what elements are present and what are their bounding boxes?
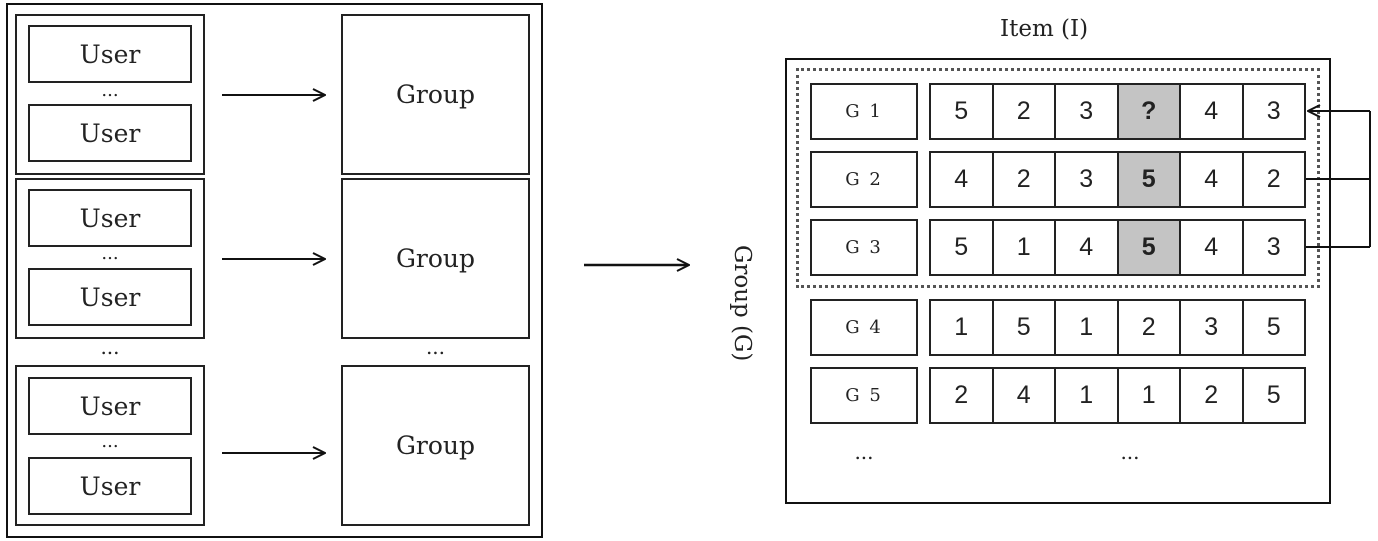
neighbor-feedback-arrow-icon	[1306, 111, 1371, 248]
group-label: G 3	[810, 219, 918, 276]
rating-cell: 3	[1056, 85, 1119, 138]
group-box: Group	[341, 365, 530, 526]
ellipsis: ...	[100, 335, 120, 359]
unknown-rating-cell: ?	[1118, 85, 1181, 138]
rating-cell: 5	[994, 301, 1056, 354]
rating-cell: 5	[1266, 313, 1281, 341]
rating-cell: 4	[1181, 221, 1244, 274]
ellipsis: ...	[101, 80, 119, 101]
group-label: G 2	[810, 151, 918, 208]
group-label: G 4	[810, 299, 918, 356]
rating-row: 5 1 4 5 4 3	[929, 219, 1306, 276]
rating-cell: 5	[931, 85, 994, 138]
rating-cell: 1	[931, 301, 994, 354]
ellipsis: ...	[425, 335, 446, 359]
rating-row: 2 4 1 1 2 5	[929, 367, 1306, 424]
rating-cell: 4	[931, 153, 994, 206]
rating-cell: 3	[1181, 301, 1244, 354]
rating-cell: 1	[1056, 369, 1119, 422]
user-box: User	[28, 25, 192, 83]
item-axis-label: Item (I)	[1000, 16, 1089, 42]
rating-cell: 4	[1181, 85, 1244, 138]
group-label: G 1	[810, 83, 918, 140]
user-grouping-panel	[6, 3, 543, 538]
rating-cell: 2	[931, 369, 994, 422]
user-to-group-arrows	[222, 95, 324, 453]
user-cluster-1	[15, 14, 205, 175]
user-box: User	[28, 268, 192, 326]
rating-cell: 2	[1266, 165, 1281, 193]
rating-cell: 2	[1119, 301, 1181, 354]
user-box: User	[28, 377, 192, 435]
rating-cell: 4	[1056, 221, 1119, 274]
rating-row: 4 2 3 5 4 2	[929, 151, 1306, 208]
user-box: User	[28, 189, 192, 247]
rating-cell: 4	[994, 369, 1056, 422]
rating-cell: 2	[1181, 369, 1244, 422]
rating-cell: 3	[1266, 233, 1281, 261]
rating-row: 5 2 3 ? 4 3	[929, 83, 1306, 140]
rating-cell: 2	[994, 153, 1056, 206]
group-label: G 5	[810, 367, 918, 424]
group-box: Group	[341, 14, 530, 175]
rating-cell: 1	[994, 221, 1056, 274]
rating-cell: 2	[994, 85, 1056, 138]
user-cluster-3	[15, 365, 205, 526]
ellipsis: ...	[101, 431, 119, 452]
more-cols-ellipsis: ...	[1120, 440, 1140, 464]
group-box: Group	[341, 178, 530, 339]
highlighted-rating-cell: 5	[1118, 153, 1181, 206]
rating-cell: 5	[1266, 381, 1281, 409]
more-rows-ellipsis: ...	[854, 440, 874, 464]
rating-cell: 3	[1266, 97, 1281, 125]
ellipsis: ...	[101, 243, 119, 264]
rating-cell: 4	[1181, 153, 1244, 206]
user-cluster-2	[15, 178, 205, 339]
rating-row: 1 5 1 2 3 5	[929, 299, 1306, 356]
user-box: User	[28, 104, 192, 162]
rating-cell: 5	[931, 221, 994, 274]
rating-cell: 1	[1056, 301, 1119, 354]
user-box: User	[28, 457, 192, 515]
rating-matrix-panel	[785, 58, 1331, 504]
rating-cell: 1	[1119, 369, 1181, 422]
highlighted-rating-cell: 5	[1118, 221, 1181, 274]
rating-cell: 3	[1056, 153, 1119, 206]
